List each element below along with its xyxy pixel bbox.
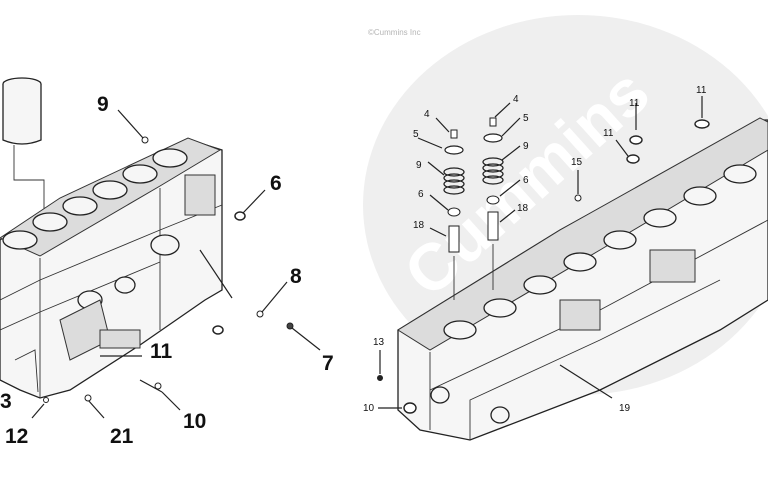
callout-label: 6 <box>418 189 424 200</box>
left-callout-labels: 9 6 8 7 11 10 21 12 3 <box>0 93 334 448</box>
callout-label: 12 <box>5 425 28 448</box>
cylinder-head-drawing <box>397 117 768 441</box>
callout-label: 9 <box>523 141 529 152</box>
callout-label: 5 <box>523 113 529 124</box>
callout-label: 11 <box>603 128 614 139</box>
callout-label: 19 <box>619 403 631 414</box>
callout-label: 6 <box>270 172 282 195</box>
callout-label: 9 <box>416 160 422 171</box>
callout-label: 4 <box>424 109 430 120</box>
callout-label: 4 <box>513 94 519 105</box>
callout-label: 15 <box>571 157 583 168</box>
cylinder-liner <box>2 77 45 230</box>
valve-stack-left <box>443 129 465 300</box>
callout-label: 11 <box>696 85 707 96</box>
valve-stack-right <box>482 117 504 290</box>
valve-ports <box>443 164 757 340</box>
right-callout-labels: 4 4 5 5 9 9 6 6 18 18 15 11 11 11 13 10 … <box>363 85 707 414</box>
callout-label: 21 <box>110 425 134 448</box>
cylinder-bores <box>2 148 188 250</box>
callout-label: 10 <box>363 403 375 414</box>
callout-label: 6 <box>523 175 529 186</box>
callout-label: 18 <box>413 220 425 231</box>
callout-label: 3 <box>0 390 12 413</box>
right-leaders <box>377 96 710 414</box>
callout-label: 7 <box>322 352 334 375</box>
cylinder-block-drawing <box>0 77 223 399</box>
left-leaders <box>31 109 321 419</box>
callout-label: 11 <box>150 340 173 363</box>
callout-label: 9 <box>97 93 109 116</box>
copyright-text: ©Cummins Inc <box>368 28 421 37</box>
callout-label: 11 <box>629 98 640 109</box>
callout-label: 18 <box>517 203 529 214</box>
callout-label: 13 <box>373 337 385 348</box>
callout-label: 8 <box>290 265 302 288</box>
callout-label: 5 <box>413 129 419 140</box>
callout-label: 10 <box>183 410 206 433</box>
